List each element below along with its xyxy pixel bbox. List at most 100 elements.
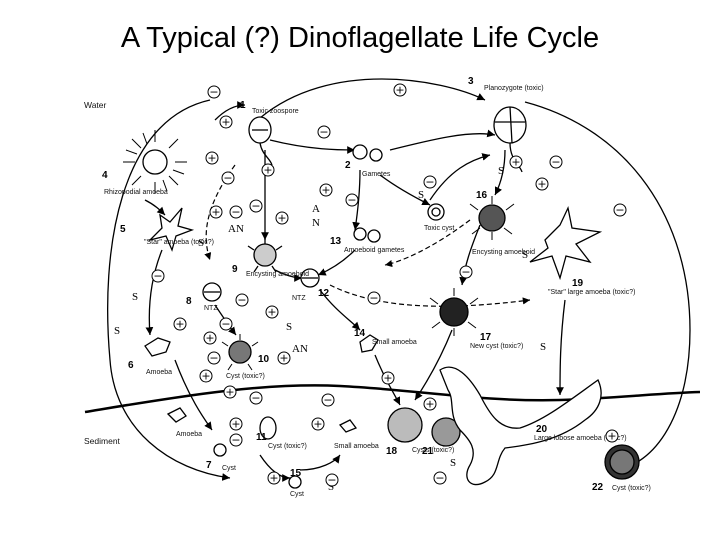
svg-text:−: − xyxy=(221,318,230,331)
plus-circle-icon: + xyxy=(199,369,213,383)
svg-text:−: − xyxy=(251,200,260,213)
stage-number-15: 15 xyxy=(290,468,302,479)
svg-text:+: + xyxy=(267,306,276,319)
arrow-dashed-12-19 xyxy=(329,284,531,307)
svg-text:+: + xyxy=(383,372,392,385)
plus-circle-icon: + xyxy=(223,385,237,399)
arrow-13-12 xyxy=(317,249,356,276)
minus-circle-icon: − xyxy=(229,433,243,447)
arrow-5-6 xyxy=(145,249,163,336)
svg-text:+: + xyxy=(231,418,240,431)
plus-circle-icon: + xyxy=(605,429,619,443)
cyst-11-icon xyxy=(259,416,277,440)
label-amoeba-sediment: Amoeba xyxy=(176,431,202,438)
minus-circle-icon: − xyxy=(229,205,243,219)
letter-s-7: S xyxy=(522,249,528,261)
svg-text:−: − xyxy=(237,294,246,307)
svg-text:−: − xyxy=(327,474,336,487)
cysts-18-icon xyxy=(387,407,461,447)
label-toxic-zoospore: Toxic zoospore xyxy=(252,108,299,115)
encysting-amoeboid-icon xyxy=(247,238,283,273)
arrow-9-12 xyxy=(274,269,303,282)
arrow-3-16 xyxy=(494,149,506,196)
label-large-lobose-amoeba: Large lobose amoeba (toxic?) xyxy=(534,435,627,442)
label-ntz-b: NTZ xyxy=(292,295,306,302)
letter-an-1: AN xyxy=(228,223,244,235)
arrow-gametes-13 xyxy=(352,169,361,231)
stage-number-11: 11 xyxy=(256,432,267,443)
toxic-cyst-icon xyxy=(427,203,445,221)
letter-s-9: S xyxy=(328,481,334,493)
label-amoeba-6: Amoeba xyxy=(146,369,172,376)
cyst-7-icon xyxy=(213,443,227,457)
arrow-1-2 xyxy=(269,139,356,154)
stage-number-16: 16 xyxy=(476,190,488,201)
svg-text:+: + xyxy=(425,398,434,411)
cyst-15-icon xyxy=(288,475,302,489)
label-amoeboid-gametes: Amoeboid gametes xyxy=(344,247,405,254)
cell-8-icon xyxy=(202,282,222,302)
svg-text:−: − xyxy=(209,352,218,365)
label-gametes: Gametes xyxy=(362,171,391,178)
arrow-big-loop xyxy=(259,78,486,119)
minus-circle-icon: − xyxy=(151,269,165,283)
letter-n: N xyxy=(312,217,320,229)
minus-circle-icon: − xyxy=(249,199,263,213)
svg-text:+: + xyxy=(207,152,216,165)
label-cyst-15: Cyst xyxy=(290,491,304,498)
svg-text:−: − xyxy=(319,126,328,139)
svg-text:+: + xyxy=(175,318,184,331)
minus-circle-icon: − xyxy=(207,85,221,99)
small-amoeba-icon xyxy=(359,334,379,353)
minus-circle-icon: − xyxy=(221,171,235,185)
arrow-15-small xyxy=(299,454,341,471)
letter-s-1: S xyxy=(198,237,204,249)
arrow-2-toxic-cyst xyxy=(379,174,431,206)
plus-circle-icon: + xyxy=(219,115,233,129)
star-large-amoeba-icon xyxy=(529,205,603,281)
minus-circle-icon: − xyxy=(249,391,263,405)
rhizopodial-amoeba-icon xyxy=(123,130,187,194)
plus-circle-icon: + xyxy=(229,417,243,431)
cyst-22-icon xyxy=(604,444,640,480)
svg-text:+: + xyxy=(269,472,278,485)
plus-circle-icon: + xyxy=(275,211,289,225)
plus-circle-icon: + xyxy=(381,371,395,385)
plus-circle-icon: + xyxy=(277,351,291,365)
zone-label-water: Water xyxy=(84,100,107,110)
minus-circle-icon: − xyxy=(317,125,331,139)
zone-label-sediment: Sediment xyxy=(84,436,121,446)
stage-number-3: 3 xyxy=(468,76,474,87)
svg-text:+: + xyxy=(225,386,234,399)
svg-text:−: − xyxy=(615,204,624,217)
letter-s-5: S xyxy=(418,189,424,201)
plus-circle-icon: + xyxy=(205,151,219,165)
minus-circle-icon: − xyxy=(433,471,447,485)
svg-text:+: + xyxy=(537,178,546,191)
cycle-arrows xyxy=(107,78,691,482)
stage-number-18: 18 xyxy=(386,446,398,457)
minus-circle-icon: − xyxy=(219,317,233,331)
stage-number-4: 4 xyxy=(102,170,108,181)
svg-text:+: + xyxy=(313,418,322,431)
svg-text:+: + xyxy=(201,370,210,383)
label-star-large-amoeba: "Star" large amoeba (toxic?) xyxy=(548,289,635,296)
new-cyst-icon xyxy=(429,288,479,336)
minus-circle-icon: − xyxy=(549,155,563,169)
arrow-dashed-1-4 xyxy=(204,164,236,261)
letter-s-6: S xyxy=(498,165,504,177)
label-ntz-a: NTZ xyxy=(204,305,218,312)
amoeboid-gametes-icon xyxy=(353,227,381,243)
svg-text:−: − xyxy=(223,172,232,185)
arrow-zoospore-1 xyxy=(214,101,246,121)
gamete-icon xyxy=(352,144,383,162)
organisms xyxy=(123,106,640,489)
svg-text:+: + xyxy=(279,352,288,365)
letter-s-8: S xyxy=(540,341,546,353)
minus-circle-icon: − xyxy=(367,291,381,305)
minus-circle-icon: − xyxy=(207,351,221,365)
letter-s-3: S xyxy=(114,325,120,337)
label-cyst-11: Cyst (toxic?) xyxy=(268,443,307,450)
svg-text:−: − xyxy=(347,194,356,207)
